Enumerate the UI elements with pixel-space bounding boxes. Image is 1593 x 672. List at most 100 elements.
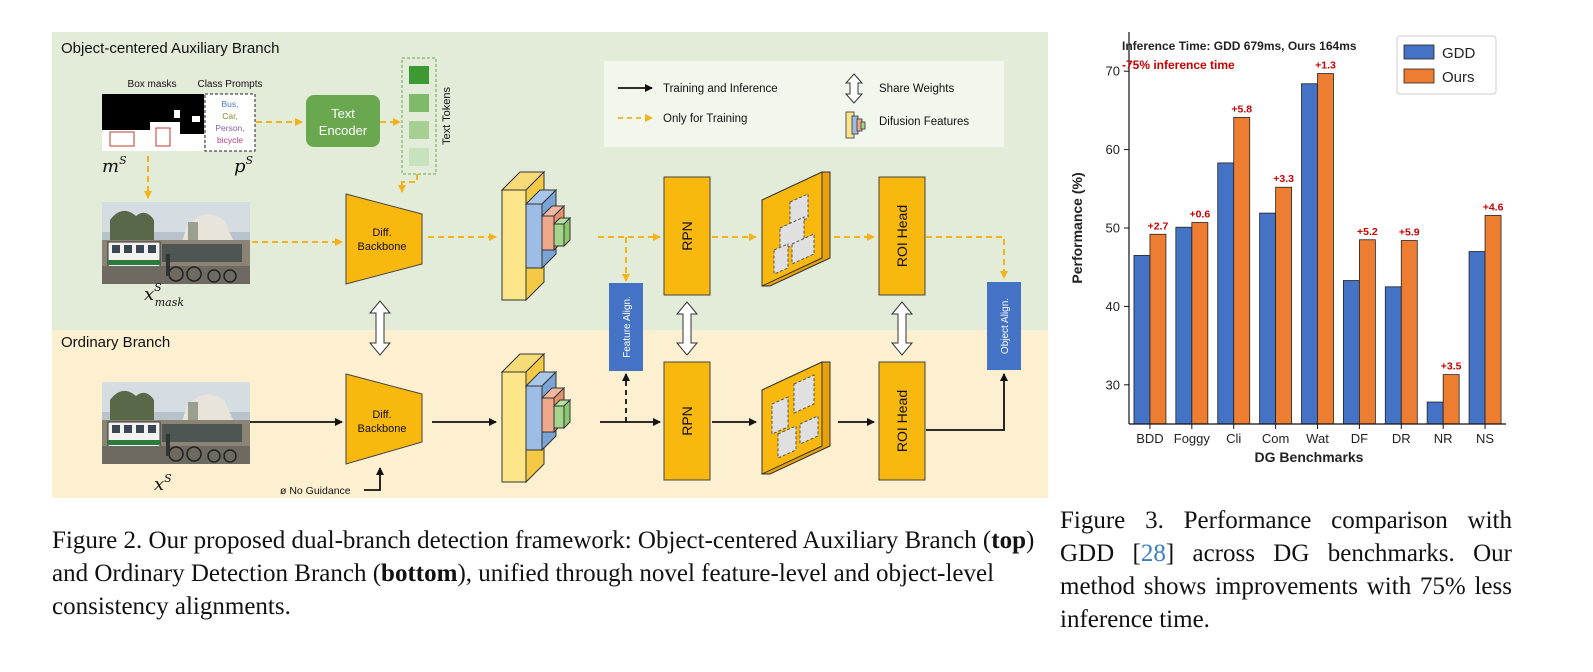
prompt-person: Person, <box>215 123 244 133</box>
no-guidance-label: ø No Guidance <box>280 485 351 497</box>
bar-gdd-nr <box>1426 401 1444 425</box>
figure-2-caption: Figure 2. Our proposed dual-branch detec… <box>52 527 1035 620</box>
text-tokens-label: Text Tokens <box>441 87 453 145</box>
svg-text:Diff.: Diff. <box>372 227 391 239</box>
legend-swatch-gdd <box>1403 44 1435 60</box>
x-tick-label: DF <box>1351 431 1368 446</box>
text-tokens: Text Tokens <box>401 57 453 175</box>
ordinary-branch-title: Ordinary Branch <box>61 334 170 351</box>
arrow-roi-to-object-align <box>926 236 1008 279</box>
bar-gdd-bdd <box>1133 255 1151 425</box>
legend-share-weights: Share Weights <box>879 83 954 95</box>
rpn-ordinary: RPN <box>663 361 711 481</box>
chart-legend: GDD Ours <box>1396 35 1497 95</box>
delta-label: +3.5 <box>1441 361 1462 373</box>
delta-label: +2.7 <box>1148 220 1169 232</box>
x-axis-title: DG Benchmarks <box>1255 449 1364 465</box>
diffusion-backbone-ordinary: Diff. Backbone <box>345 373 423 465</box>
delta-label: +1.3 <box>1315 60 1336 72</box>
box-masks-image <box>102 94 204 151</box>
y-tick-label: 60 <box>1106 142 1120 157</box>
performance-chart: 3040506070+2.7BDD+0.6Foggy+5.8Cli+3.3Com… <box>1069 32 1506 465</box>
y-tick-label: 30 <box>1106 377 1120 392</box>
x-tick-label: Com <box>1262 431 1289 446</box>
y-axis-title: Performance (%) <box>1069 172 1085 283</box>
class-prompts-label: Class Prompts <box>197 79 262 90</box>
bar-ours-nr <box>1442 374 1460 425</box>
svg-text:RPN: RPN <box>679 406 695 436</box>
x-tick-label: NS <box>1476 431 1494 446</box>
svg-text:ROI Head: ROI Head <box>894 205 910 267</box>
diagram-legend: Training and Inference Only for Training… <box>604 61 1004 147</box>
svg-text:Feature Align.: Feature Align. <box>622 296 633 358</box>
bar-ours-bdd <box>1149 233 1167 425</box>
x-tick-label: Foggy <box>1174 431 1211 446</box>
box-masks-label: Box masks <box>128 79 177 90</box>
delta-label: +5.9 <box>1399 227 1420 239</box>
svg-text:Encoder: Encoder <box>319 123 368 138</box>
x-tick-label: Cli <box>1226 431 1241 446</box>
prompt-bus: Bus, <box>221 99 238 109</box>
legend-swatch-ours <box>1403 68 1435 84</box>
svg-text:Backbone: Backbone <box>358 241 407 253</box>
rpn-aux: RPN <box>663 176 711 296</box>
feature-align-block: Feature Align. <box>609 283 643 371</box>
legend-only-training: Only for Training <box>663 113 747 125</box>
framework-diagram: Object-centered Auxiliary Branch Ordinar… <box>52 32 1048 498</box>
x-tick-label: DR <box>1392 431 1411 446</box>
bar-ours-cli <box>1233 117 1251 425</box>
x-tick-label: NR <box>1434 431 1453 446</box>
share-weights-backbone <box>368 300 392 356</box>
bar-ours-df <box>1358 239 1376 425</box>
class-prompts-box: Bus, Car, Person, bicycle <box>204 93 256 152</box>
arrow-no-guidance <box>364 467 384 491</box>
auxiliary-branch-title: Object-centered Auxiliary Branch <box>61 40 279 57</box>
text-encoder-block: Text Encoder <box>306 95 380 147</box>
legend-label-gdd: GDD <box>1442 45 1476 62</box>
roi-head-aux: ROI Head <box>878 176 926 296</box>
legend-training-inference: Training and Inference <box>663 83 778 95</box>
chart-annotation-inference: Inference Time: GDD 679ms, Ours 164ms <box>1122 39 1357 53</box>
bar-gdd-ns <box>1468 251 1486 425</box>
arrow-roi-to-object-align <box>926 373 1008 431</box>
bar-ours-wat <box>1317 73 1334 425</box>
bar-gdd-cli <box>1217 162 1235 425</box>
svg-text:Backbone: Backbone <box>358 423 407 435</box>
delta-label: +5.8 <box>1231 103 1252 115</box>
diffusion-features-icon <box>845 111 866 139</box>
bar-gdd-foggy <box>1175 226 1193 425</box>
svg-text:Object Align.: Object Align. <box>1000 298 1011 354</box>
svg-text:ROI Head: ROI Head <box>894 390 910 452</box>
bar-ours-com <box>1275 186 1293 425</box>
delta-label: +3.3 <box>1273 173 1294 185</box>
bar-gdd-df <box>1342 280 1360 425</box>
svg-text:Diff.: Diff. <box>372 409 391 421</box>
y-tick-label: 70 <box>1106 64 1120 79</box>
delta-label: +5.2 <box>1357 226 1378 238</box>
bar-gdd-com <box>1259 212 1277 425</box>
citation-link[interactable]: 28 <box>1140 540 1166 567</box>
x-tick-label: BDD <box>1136 431 1163 446</box>
delta-label: +4.6 <box>1483 201 1504 213</box>
mask-symbol: mS <box>102 154 127 177</box>
chart-annotation-reduction: -75% inference time <box>1122 58 1235 72</box>
bar-ours-ns <box>1484 215 1502 425</box>
legend-label-ours: Ours <box>1442 69 1475 86</box>
masked-input-image <box>101 201 251 285</box>
proposals-aux <box>761 171 831 287</box>
svg-text:Text: Text <box>331 106 355 121</box>
arrow-tokens-to-backbone <box>398 174 418 193</box>
y-tick-label: 50 <box>1106 221 1120 236</box>
bar-gdd-dr <box>1384 286 1402 425</box>
bar-ours-foggy <box>1191 222 1209 425</box>
roi-head-ordinary: ROI Head <box>878 361 926 481</box>
svg-text:RPN: RPN <box>679 221 695 251</box>
prompt-bicycle: bicycle <box>217 135 243 145</box>
bar-ours-dr <box>1400 240 1418 425</box>
legend-diffusion-features: Difusion Features <box>879 116 969 128</box>
x-tick-label: Wat <box>1306 431 1329 446</box>
share-weights-roi <box>890 301 914 356</box>
diffusion-backbone-aux: Diff. Backbone <box>345 193 423 285</box>
share-weights-rpn <box>675 301 699 356</box>
